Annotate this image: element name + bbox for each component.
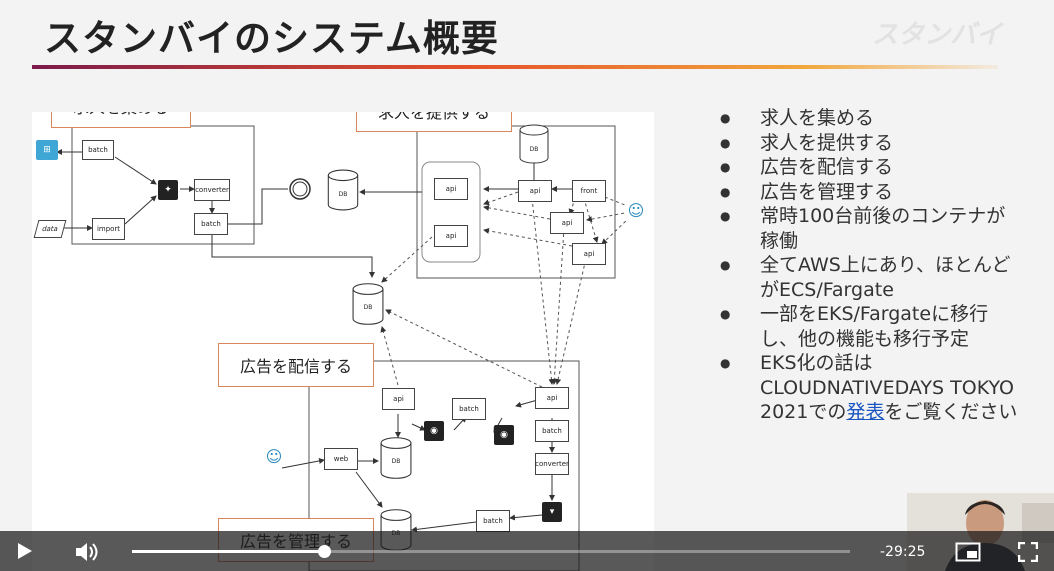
db-label: DB (338, 191, 348, 198)
user-computer-icon: ☺ (264, 446, 284, 466)
node-batch: batch (476, 510, 510, 532)
node-api: api (550, 212, 584, 234)
db-ad: DB (380, 436, 412, 480)
node-api: api (434, 225, 468, 247)
node-api: api (382, 388, 415, 410)
slide-title: スタンバイのシステム概要 (44, 17, 499, 60)
time-remaining: -29:25 (880, 544, 926, 560)
section-provide-jobs: 求人を提供する (356, 112, 512, 132)
bullet-item: 広告を管理する (720, 180, 1020, 205)
bullet-item-with-link: EKS化の話は CLOUDNATIVEDAYS TOKYO 2021での発表をご… (720, 351, 1020, 425)
node-web: web (324, 448, 358, 470)
db-label: DB (529, 146, 539, 153)
architecture-diagram: 求人を集める 求人を提供する 広告を配信する 広告を管理する ⊞ batch d… (32, 112, 654, 571)
node-converter: converter (194, 179, 230, 201)
storage-bucket-icon: ▾ (542, 502, 562, 522)
node-batch: batch (535, 420, 569, 442)
bullet-item: 広告を配信する (720, 155, 1020, 180)
bullet-item: 求人を提供する (720, 131, 1020, 156)
picture-in-picture-icon[interactable] (955, 541, 981, 563)
db-main: DB (326, 169, 360, 211)
user-computer-icon: ☺ (626, 200, 646, 220)
db-label: DB (391, 458, 401, 465)
node-import: import (92, 218, 125, 240)
crawler-icon: ✦ (158, 180, 178, 200)
bullet-list: 求人を集める 求人を提供する 広告を配信する 広告を管理する 常時100台前後の… (720, 106, 1020, 425)
presentation-link[interactable]: 発表 (846, 401, 885, 423)
play-icon[interactable] (18, 543, 32, 559)
progress-handle[interactable] (318, 545, 332, 558)
volume-icon[interactable] (74, 541, 100, 563)
node-api: api (535, 387, 569, 409)
section-deliver-ads: 広告を配信する (218, 343, 374, 387)
cache-icon: ◉ (424, 421, 444, 441)
browser-globe-icon: ⊞ (36, 140, 58, 160)
bullet-item: 全てAWS上にあり、ほとんどがECS/Fargate (720, 253, 1020, 302)
node-api: api (518, 180, 552, 202)
node-api: api (572, 243, 606, 265)
fullscreen-icon[interactable] (1017, 541, 1039, 563)
db-top: DB (519, 124, 549, 164)
node-batch: batch (452, 398, 486, 420)
brand-logo: スタンバイ (872, 20, 1003, 50)
bullet-text: EKS化の話は CLOUDNATIVEDAYS TOKYO 2021での (760, 352, 1015, 423)
db-label: DB (363, 304, 373, 311)
db-center: DB (352, 282, 384, 326)
node-converter: converter (535, 453, 569, 475)
node-front: front (572, 180, 606, 202)
node-api: api (434, 178, 468, 200)
title-accent-line (32, 65, 998, 69)
bullet-item: 求人を集める (720, 106, 1020, 131)
node-batch: batch (194, 213, 228, 235)
progress-fill (132, 550, 325, 553)
cache-icon: ◉ (494, 425, 514, 445)
progress-bar[interactable] (132, 545, 850, 558)
node-data: data (33, 220, 67, 238)
bullet-item: 一部をEKS/Fargateに移行し、他の機能も移行予定 (720, 302, 1020, 351)
bullet-text: をご覧ください (884, 401, 1018, 423)
section-collect-jobs: 求人を集める (51, 112, 191, 128)
node-batch: batch (82, 140, 114, 160)
bullet-item: 常時100台前後のコンテナが稼働 (720, 204, 1020, 253)
